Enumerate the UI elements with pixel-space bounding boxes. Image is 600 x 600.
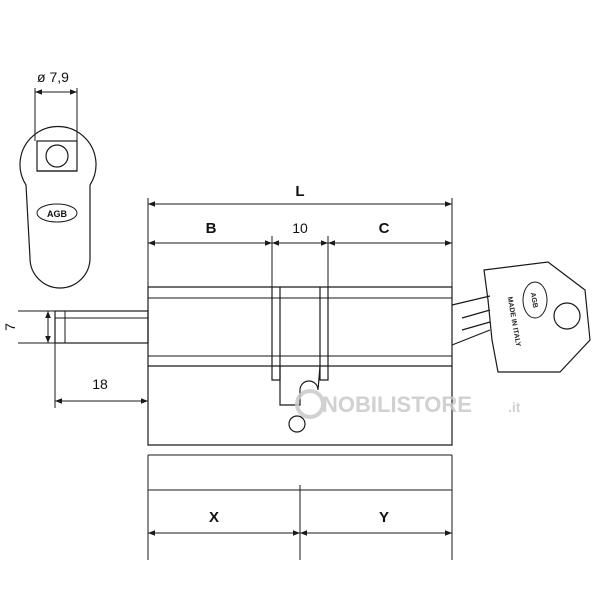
cylinder-body-top (147, 286, 453, 367)
Y-label: Y (379, 509, 389, 526)
key-hole (553, 302, 581, 330)
dimension-B-10-C: B 10 C (148, 220, 452, 287)
L-label: L (295, 183, 304, 200)
dimension-X-Y: X Y (147, 454, 453, 560)
agb-logo-text: AGB (47, 209, 68, 219)
cam (279, 365, 321, 406)
C-label: C (379, 220, 390, 237)
diameter-label: ø 7,9 (37, 69, 69, 85)
watermark: NOBILISTORE .it (295, 389, 521, 419)
dimension-18: 18 (54, 343, 149, 408)
key-shaft (451, 295, 491, 346)
B-label: B (206, 220, 217, 237)
ten-label: 10 (292, 220, 308, 236)
key-logo-oval (522, 281, 548, 319)
cam-slot (271, 287, 329, 381)
key: AGB MADE IN ITALY (483, 261, 591, 373)
key-logo-text: AGB (529, 292, 539, 309)
cylinder-side-view (54, 286, 491, 446)
watermark-suffix: .it (508, 399, 521, 415)
agb-logo-oval (36, 203, 78, 223)
screw-hole (288, 415, 306, 433)
key-stamp-text: MADE IN ITALY (506, 296, 522, 347)
watermark-emblem (295, 389, 325, 419)
cylinder-profile-view: AGB ø 7,9 (19, 69, 97, 289)
profile-outline (19, 125, 97, 289)
dimension-7: 7 (2, 310, 55, 344)
pin-left (54, 310, 149, 344)
X-label: X (209, 509, 219, 526)
key-head (483, 261, 591, 373)
watermark-name: NOBILISTORE (322, 392, 472, 417)
cam-bore (45, 144, 69, 168)
eighteen-label: 18 (92, 376, 108, 392)
seven-label: 7 (2, 323, 18, 331)
